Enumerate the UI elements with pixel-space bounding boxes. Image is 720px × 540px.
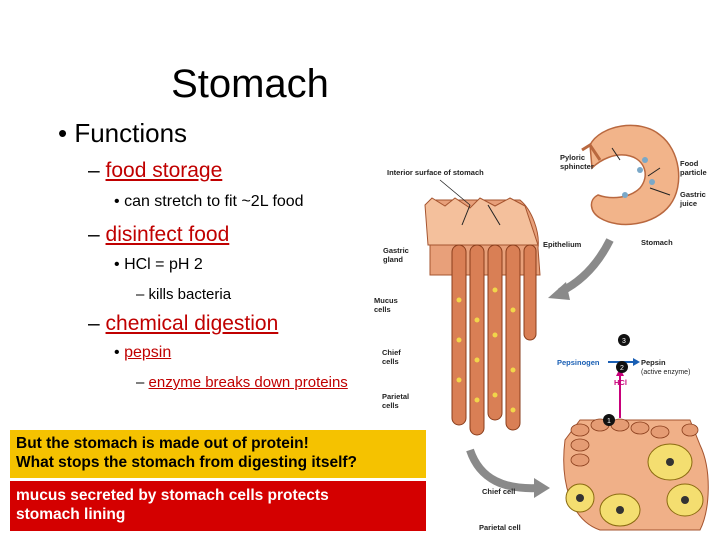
answer-line-1: mucus secreted by stomach cells protects xyxy=(16,487,329,504)
bullet-hcl: • HCl = pH 2 xyxy=(114,256,203,274)
label-parietal-2: cells xyxy=(382,401,399,410)
label-chief-2: cells xyxy=(382,357,399,366)
label-pyloric-2: sphincter xyxy=(560,162,594,171)
label-pepsin: Pepsin xyxy=(641,358,666,367)
label-parietal-1: Parietal xyxy=(382,392,409,401)
bullet-functions: • Functions xyxy=(58,118,188,148)
question-box: But the stomach is made out of protein! … xyxy=(10,430,426,478)
dash-marker: – xyxy=(88,223,100,246)
stretch-text: can stretch to fit ~2L food xyxy=(124,193,304,210)
dash-marker: – xyxy=(136,374,145,391)
label-epithelium: Epithelium xyxy=(543,240,582,249)
stomach-organ-icon xyxy=(581,124,680,226)
step1-label: 1 xyxy=(607,418,611,425)
label-chief-1: Chief xyxy=(382,348,401,357)
question-line-2: What stops the stomach from digesting it… xyxy=(16,454,358,471)
dash-marker: – xyxy=(88,159,100,182)
gastric-pit-tissue xyxy=(424,197,541,436)
gland-cells-cluster xyxy=(563,418,709,531)
label-mucus-1: Mucus xyxy=(374,296,398,305)
label-hcl: HCl xyxy=(614,378,627,387)
label-gastric-juice-2: juice xyxy=(679,199,697,208)
dot-marker: • xyxy=(114,344,120,361)
label-gastric-juice-1: Gastric xyxy=(680,190,706,199)
label-stomach: Stomach xyxy=(641,238,673,247)
label-parietal-cell: Parietal cell xyxy=(479,523,521,532)
step3-label: 3 xyxy=(622,338,626,345)
label-food-2: particle xyxy=(680,168,707,177)
bullet-enzyme: – enzyme breaks down proteins xyxy=(136,374,348,391)
bullet-pepsin: • pepsin xyxy=(114,344,171,362)
label-active-enzyme: (active enzyme) xyxy=(641,369,690,376)
pepsin-link[interactable]: pepsin xyxy=(124,344,172,361)
dot-marker: • xyxy=(114,256,120,273)
disinfect-link[interactable]: disinfect food xyxy=(105,223,230,246)
label-pepsinogen: Pepsinogen xyxy=(557,358,600,367)
label-gastric-gland-1: Gastric xyxy=(383,246,409,255)
label-pyloric-1: Pyloric xyxy=(560,153,585,162)
slide-title: Stomach xyxy=(171,62,329,106)
label-food-1: Food xyxy=(680,159,699,168)
chem-digestion-link[interactable]: chemical digestion xyxy=(105,312,279,335)
enzyme-link[interactable]: enzyme breaks down proteins xyxy=(148,374,348,391)
label-mucus-2: cells xyxy=(374,305,391,314)
label-interior-surface: Interior surface of stomach xyxy=(387,168,484,177)
kills-bacteria-text: – kills bacteria xyxy=(136,286,232,303)
bullet-disinfect: – disinfect food xyxy=(88,223,229,247)
hcl-text: HCl = pH 2 xyxy=(124,256,203,273)
bullet-chem-digestion: – chemical digestion xyxy=(88,312,278,336)
food-storage-link[interactable]: food storage xyxy=(105,159,223,182)
question-line-1: But the stomach is made out of protein! xyxy=(16,435,309,452)
bullet-food-storage: – food storage xyxy=(88,159,222,183)
answer-line-2: stomach lining xyxy=(16,506,126,523)
dash-marker: – xyxy=(88,312,100,335)
step2-label: 2 xyxy=(620,365,624,372)
label-gastric-gland-2: gland xyxy=(383,255,403,264)
answer-box: mucus secreted by stomach cells protects… xyxy=(10,481,426,531)
bullet-stretch: • can stretch to fit ~2L food xyxy=(114,193,304,211)
dot-marker: • xyxy=(114,193,120,210)
pepsinogen-reaction: 3 2 1 xyxy=(603,334,640,426)
label-chief-cell: Chief cell xyxy=(482,487,515,496)
